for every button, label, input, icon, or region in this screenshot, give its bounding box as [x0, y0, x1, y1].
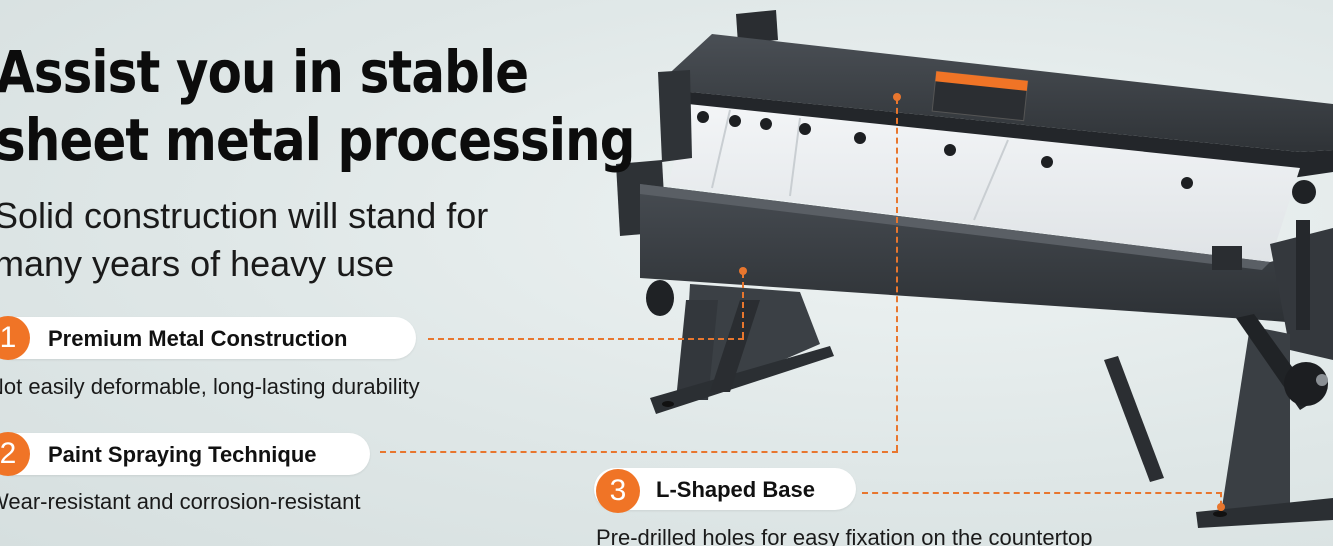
plate-bolts [697, 111, 1193, 189]
right-stand [1220, 326, 1290, 520]
clamp-plate [668, 104, 1300, 262]
feature-3-number: 3 [596, 469, 640, 513]
feature-1-pointer-dot [739, 267, 747, 275]
subheading-line-1: Solid construction will stand for [0, 195, 489, 236]
feature-1-title: Premium Metal Construction [48, 326, 348, 351]
feature-2-pill [0, 433, 370, 475]
feature-2-pointer-dot [893, 93, 901, 101]
support-rod [1104, 356, 1164, 482]
subheading: Solid construction will stand for many y… [0, 192, 488, 288]
feature-1-number: 1 [0, 316, 30, 360]
headline-line-2: sheet metal processing [0, 106, 635, 174]
feature-2-title: Paint Spraying Technique [48, 442, 317, 467]
feature-3-leader-h [862, 492, 1222, 494]
headline-line-1: Assist you in stable [0, 38, 529, 106]
headline: Assist you in stable sheet metal process… [0, 38, 635, 174]
right-base-foot [1196, 498, 1333, 528]
feature-3-leader-v [1220, 492, 1222, 506]
feature-1-description: Not easily deformable, long-lasting dura… [0, 374, 420, 399]
feature-2-leader-h [380, 451, 898, 453]
feature-3-pointer-dot [1217, 503, 1225, 511]
bending-leaf [640, 184, 1333, 326]
feature-1-leader-v [742, 272, 744, 338]
feature-2-leader-v [896, 98, 898, 451]
feature-1-pill [0, 317, 416, 359]
feature-1-leader-h [428, 338, 744, 340]
subheading-line-2: many years of heavy use [0, 243, 395, 284]
feature-2-description: Wear-resistant and corrosion-resistant [0, 489, 361, 514]
feature-3-description: Pre-drilled holes for easy fixation on t… [596, 525, 1093, 546]
feature-3-title: L-Shaped Base [656, 477, 815, 502]
left-base-foot [650, 346, 834, 414]
top-bracket-left [736, 10, 778, 44]
